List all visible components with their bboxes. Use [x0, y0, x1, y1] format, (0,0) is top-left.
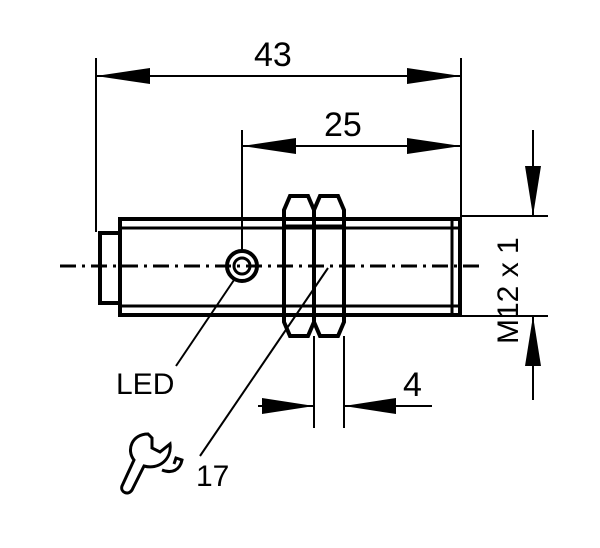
- dimension-43: 43: [96, 36, 461, 84]
- led-indicator: [225, 249, 259, 283]
- dimension-overall-length: 43: [254, 36, 292, 74]
- led-leader: LED: [116, 279, 235, 401]
- wrench-leader: 17: [196, 267, 329, 493]
- dimension-25: 25: [242, 106, 461, 154]
- dimension-thread-size: M12 x 1: [492, 130, 541, 400]
- led-label: LED: [116, 368, 174, 401]
- dimension-nut-width: 4: [403, 366, 422, 404]
- hex-nut-right: [312, 194, 346, 338]
- dimension-4: 4: [258, 366, 432, 414]
- wrench-size-label: 17: [196, 460, 229, 493]
- thread-size-label: M12 x 1: [492, 237, 525, 344]
- wrench-icon: [120, 432, 184, 495]
- dimension-thread-length: 25: [324, 106, 362, 144]
- hex-nut-left: [282, 194, 316, 338]
